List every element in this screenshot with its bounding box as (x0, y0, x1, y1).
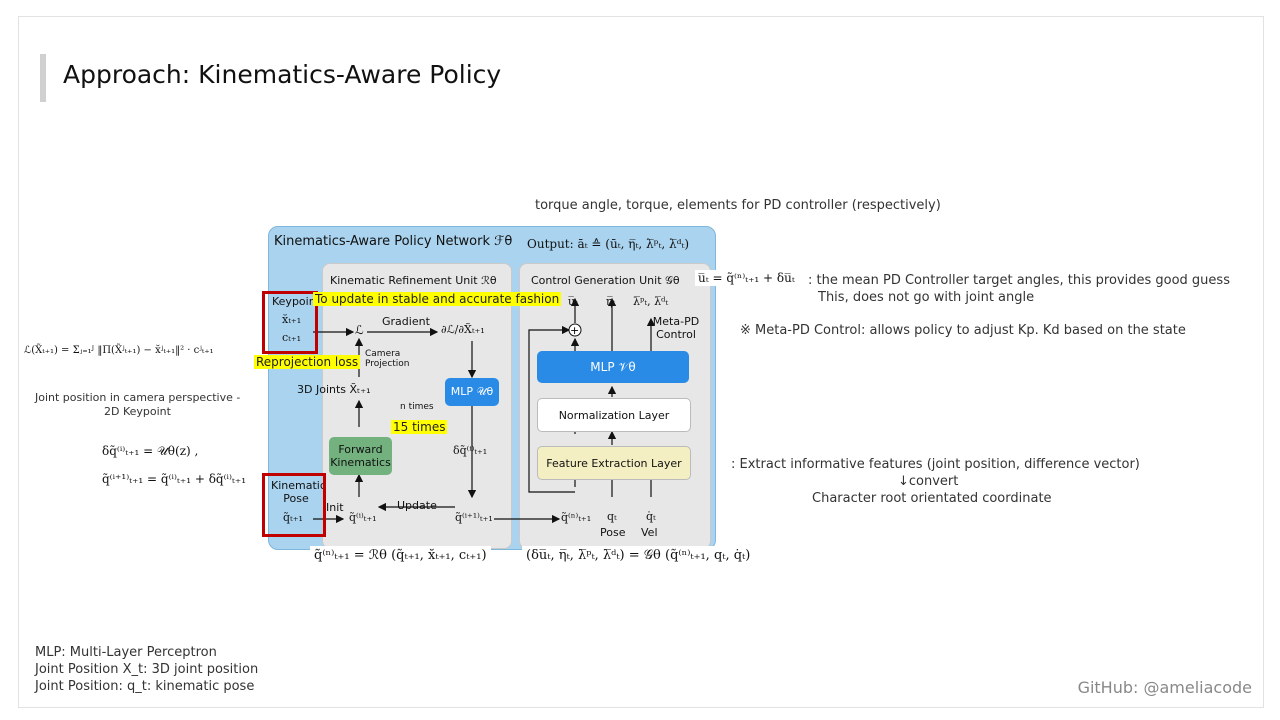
note-convert: ↓convert (898, 474, 959, 489)
equation-loss: ℒ(X̃ₜ₊₁) = Σⱼ₌₁ᴶ ‖Π(X̃ʲₜ₊₁) − x̆ʲₜ₊₁‖² ·… (24, 345, 214, 356)
kinematic-pose-q: q̃ₜ₊₁ (283, 511, 303, 524)
dl-dx: ∂ℒ/∂X̃ₜ₊₁ (441, 323, 485, 336)
footer-notes: MLP: Multi-Layer Perceptron Joint Positi… (35, 644, 258, 695)
equation-delta-q: δq̃⁽ⁱ⁾ₜ₊₁ = 𝒰θ(z) , (102, 444, 199, 458)
network-title: Kinematics-Aware Policy Network ℱθ (274, 234, 513, 249)
network-diagram: Kinematics-Aware Policy Network ℱθ Outpu… (268, 226, 716, 550)
delta-q-label: δq̃⁽ⁱ⁾ₜ₊₁ (453, 444, 488, 457)
network-output: Output: āₜ ≙ (ūₜ, η̅ₜ, λ̅ᵖₜ, λ̅ᵈₜ) (527, 237, 690, 251)
out-u: u̅ₜ (568, 295, 578, 308)
highlight-update-fashion: To update in stable and accurate fashion (313, 292, 562, 306)
q-i-label: q̃⁽ⁱ⁾ₜ₊₁ (349, 511, 377, 524)
out-lambda: λ̅ᵖₜ, λ̅ᵈₜ (633, 295, 669, 308)
top-note: torque angle, torque, elements for PD co… (535, 198, 941, 213)
svg-text:+: + (570, 324, 579, 337)
equation-u-t: u̅ₜ = q̃⁽ⁿ⁾ₜ₊₁ + δu̅ₜ (695, 270, 798, 286)
note-extract-features: : Extract informative features (joint po… (731, 457, 1140, 472)
kinematic-pose-highlight-box (262, 473, 326, 537)
pose-label: Pose (600, 526, 626, 539)
q-i1-label: q̃⁽ⁱ⁺¹⁾ₜ₊₁ (455, 511, 493, 524)
gradient-label: Gradient (382, 315, 430, 328)
q-t-label: qₜ (607, 510, 617, 523)
feature-extraction-box: Feature Extraction Layer (537, 446, 691, 480)
note-mean-pd-1: : the mean PD Controller target angles, … (808, 273, 1230, 288)
diagram-arrows: + (313, 297, 656, 524)
mlp-v-box: MLP 𝒱θ (537, 351, 689, 383)
kinematic-pose-label: Kinematic Pose (271, 479, 326, 505)
joints-3d: 3D Joints X̃ₜ₊₁ (297, 383, 371, 396)
note-meta-pd: ※ Meta-PD Control: allows policy to adju… (740, 323, 1186, 338)
highlight-15-times: 15 times (391, 420, 448, 434)
meta-pd-label: Meta-PD Control (652, 315, 700, 341)
init-label: Init (326, 501, 344, 514)
refinement-title: Kinematic Refinement Unit ℛθ (330, 274, 497, 287)
note-joint-position-camera: Joint position in camera perspective - (35, 391, 241, 404)
camera-projection: Camera Projection (365, 349, 410, 369)
update-label: Update (397, 499, 437, 512)
qdot-label: q̇ₜ (646, 510, 656, 523)
page-title: Approach: Kinematics-Aware Policy (63, 60, 502, 89)
highlight-reprojection-loss: Reprojection loss (254, 355, 361, 369)
note-2d-keypoint: 2D Keypoint (104, 405, 171, 418)
mlp-u-box: MLP 𝒰θ (445, 378, 499, 406)
equation-control: (δu̅ₜ, η̅ₜ, λ̅ᵖₜ, λ̅ᵈₜ) = 𝒢θ (q̃⁽ⁿ⁾ₜ₊₁, … (522, 546, 755, 565)
out-eta: η̅ₜ (606, 295, 616, 308)
q-n-label: q̃⁽ⁿ⁾ₜ₊₁ (561, 511, 592, 524)
keypoint-x: x̆ₜ₊₁ (282, 313, 302, 326)
loss-symbol: ℒ (355, 323, 364, 337)
forward-kinematics-box: Forward Kinematics (329, 437, 392, 475)
keypoint-label: Keypoint (272, 295, 320, 308)
note-character-root: Character root orientated coordinate (812, 491, 1052, 506)
note-mean-pd-2: This, does not go with joint angle (818, 290, 1035, 305)
footer-line-mlp: MLP: Multi-Layer Perceptron (35, 645, 217, 660)
footer-line-joint-position-q: Joint Position: q_t: kinematic pose (35, 679, 255, 694)
control-title: Control Generation Unit 𝒢θ (531, 274, 680, 287)
github-credit: GitHub: @ameliacode (1077, 678, 1252, 697)
refinement-unit: Kinematic Refinement Unit ℛθ (322, 263, 512, 549)
equation-refinement: q̃⁽ⁿ⁾ₜ₊₁ = ℛθ (q̃ₜ₊₁, x̆ₜ₊₁, cₜ₊₁) (310, 546, 491, 565)
normalization-layer-box: Normalization Layer (537, 398, 691, 432)
title-accent-bar (40, 54, 46, 102)
keypoint-c: cₜ₊₁ (282, 331, 302, 344)
n-times-label: n times (400, 402, 434, 412)
vel-label: Vel (641, 526, 658, 539)
keypoint-highlight-box (262, 291, 318, 354)
footer-line-joint-position-x: Joint Position X_t: 3D joint position (35, 662, 259, 677)
equation-update-q: q̃⁽ⁱ⁺¹⁾ₜ₊₁ = q̃⁽ⁱ⁾ₜ₊₁ + δq̃⁽ⁱ⁾ₜ₊₁ (102, 472, 247, 486)
